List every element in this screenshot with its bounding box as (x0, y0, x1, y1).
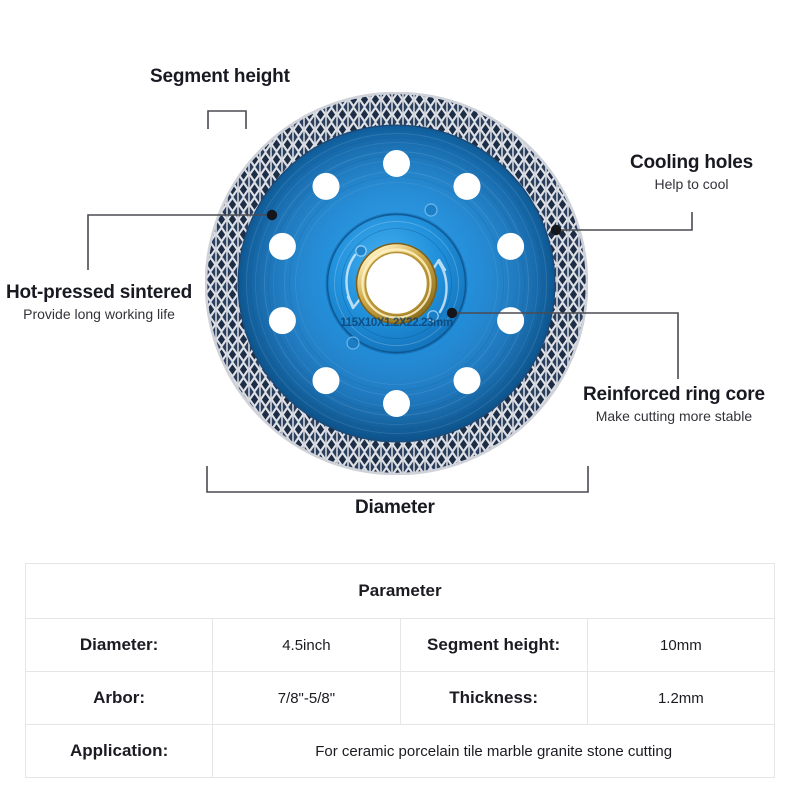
rotation-arrow-icon (345, 253, 448, 314)
table-row: Diameter: 4.5inch Segment height: 10mm (24, 618, 776, 672)
callout-segment-height-title: Segment height (150, 66, 290, 87)
saw-blade-graphic: 115X10X1.2X22.23mm (205, 92, 588, 475)
callout-reinforced-ring-core-sub: Make cutting more stable (595, 408, 753, 425)
table-row: Arbor: 7/8"-5/8" Thickness: 1.2mm (24, 671, 776, 725)
cell-diameter-value: 4.5inch (212, 618, 401, 672)
callout-reinforced-ring-core-title: Reinforced ring core (583, 384, 765, 405)
cooling-hole (453, 172, 481, 200)
cooling-hole (312, 172, 340, 200)
callout-diameter-title: Diameter (355, 497, 435, 518)
cooling-hole (268, 307, 296, 335)
hub-dimples (355, 245, 439, 322)
arbor-bushing (355, 242, 438, 325)
arbor-hole (365, 252, 428, 315)
table-row-header: Parameter (25, 563, 775, 619)
cell-diameter-key: Diameter: (24, 618, 214, 672)
cell-thickness-value: 1.2mm (586, 671, 776, 725)
table-header-parameter: Parameter (25, 563, 775, 619)
cell-segment-height-value: 10mm (586, 618, 776, 672)
disc-dimples (346, 203, 438, 350)
cell-application-value: For ceramic porcelain tile marble granit… (212, 724, 775, 778)
cell-application-key: Application: (24, 724, 214, 778)
callout-cooling-holes-sub: Help to cool (654, 176, 729, 193)
callout-cooling-holes-title: Cooling holes (630, 152, 754, 173)
cooling-hole (383, 390, 410, 417)
cooling-hole (453, 367, 481, 395)
cell-arbor-value: 7/8"-5/8" (212, 671, 401, 725)
parameter-table: Parameter Diameter: 4.5inch Segment heig… (24, 563, 776, 778)
callout-cooling-holes: Cooling holes Help to cool (630, 152, 753, 193)
cooling-hole (312, 367, 340, 395)
cell-thickness-key: Thickness: (399, 671, 588, 725)
cell-arbor-key: Arbor: (24, 671, 214, 725)
callout-segment-height: Segment height (150, 66, 290, 87)
saw-blade-illustration: 115X10X1.2X22.23mm (205, 92, 588, 475)
cooling-hole (497, 232, 525, 260)
callout-hot-pressed-sintered-sub: Provide long working life (23, 306, 175, 323)
cooling-hole (497, 307, 525, 335)
callout-hot-pressed-sintered-title: Hot-pressed sintered (6, 282, 193, 303)
callout-reinforced-ring-core: Reinforced ring core Make cutting more s… (583, 384, 765, 425)
rim-inner-edge (237, 124, 556, 443)
hub-marking-text: 115X10X1.2X22.23mm (340, 317, 453, 329)
table-row: Application: For ceramic porcelain tile … (24, 724, 775, 778)
cooling-hole (268, 232, 296, 260)
cell-segment-height-key: Segment height: (399, 618, 588, 672)
callout-hot-pressed-sintered: Hot-pressed sintered Provide long workin… (6, 282, 192, 323)
cooling-hole (383, 150, 410, 177)
callout-diameter: Diameter (355, 497, 435, 518)
